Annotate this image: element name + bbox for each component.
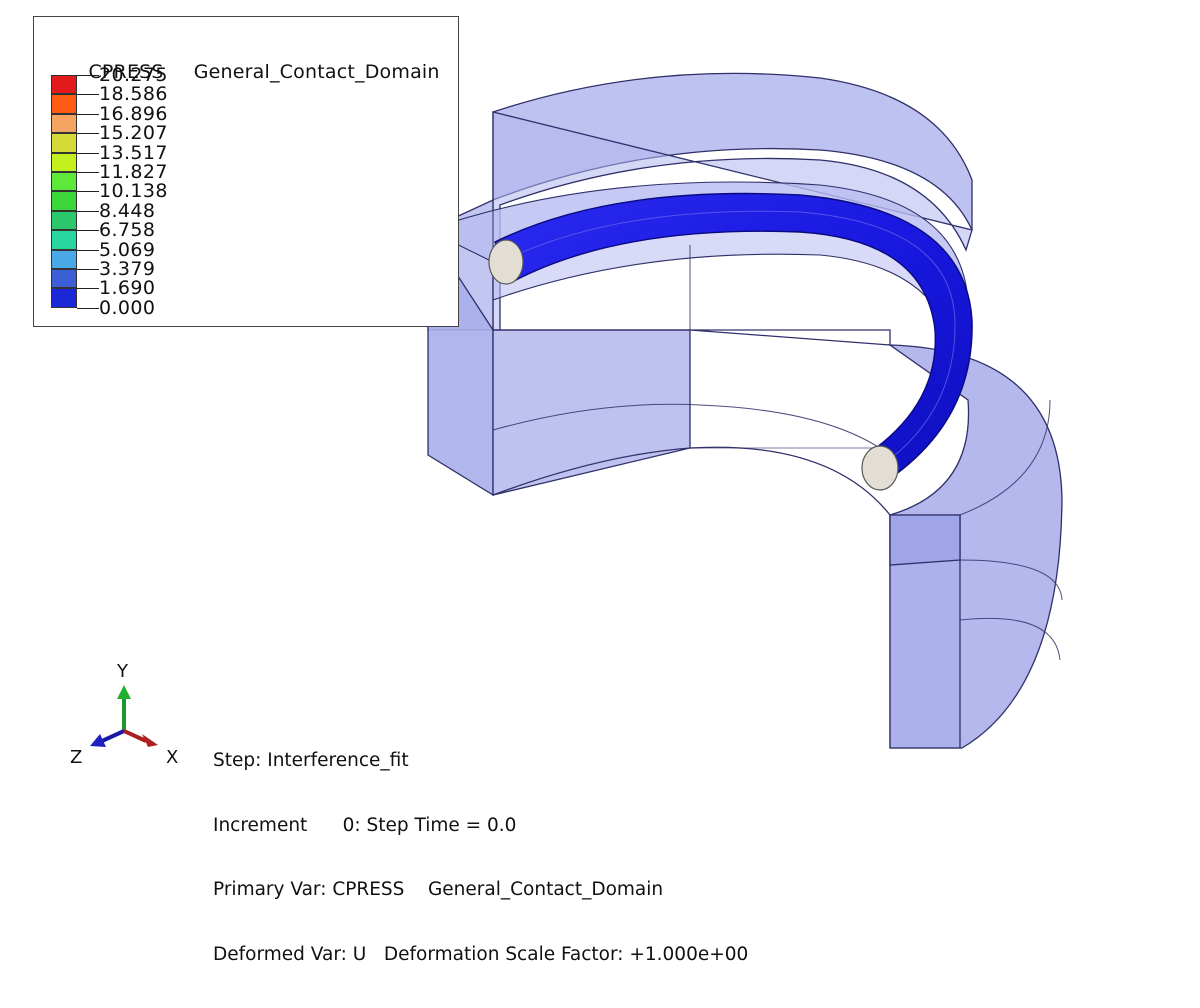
colorbar-cell [51,152,77,172]
housing-edges [492,200,1063,661]
colorbar-tick [77,307,99,309]
colorbar-value: 0.000 [99,296,156,319]
colorbar-value: 8.448 [99,199,156,222]
housing-back-shell [492,72,973,331]
triad-y-label: Y [117,661,128,682]
colorbar-cell [51,133,77,153]
colorbar-cell [51,210,77,231]
colorbar-value: 10.138 [99,180,168,203]
colorbar-cell [51,288,77,308]
colorbar-cell [51,230,77,250]
triad-arrows [90,685,158,747]
colorbar-tick [77,172,99,173]
colorbar-tick [77,288,99,290]
step-info: Step: Interference_fit Increment 0: Step… [213,707,748,1008]
colorbar-value: 3.379 [99,258,156,280]
colorbar-value: 16.896 [99,102,168,125]
legend-title: CPRESS General_Contact_Domain [51,39,440,105]
colorbar-value: 13.517 [99,141,168,164]
colorbar-value: 6.758 [99,219,156,242]
colorbar-tick [77,269,99,270]
colorbar-tick [77,133,99,135]
model-render [426,72,1063,749]
colorbar-tick [77,210,99,212]
colorbar-cell [51,113,77,134]
legend-variable: CPRESS [88,61,164,83]
colorbar-value: 5.069 [99,238,156,261]
triad-x-label: X [166,747,179,768]
deformed-var-line: Deformed Var: U Deformation Scale Factor… [213,943,749,965]
increment-line: Increment 0: Step Time = 0.0 [213,814,517,836]
step-line: Step: Interference_fit [213,750,409,771]
seal-end-left [488,239,524,285]
colorbar-tick [77,249,99,251]
triad-z-label: Z [70,747,83,768]
colorbar-value: 11.827 [99,161,168,183]
housing-front-shell [492,344,1063,749]
colorbar-cell [51,269,77,289]
colorbar-tick [77,94,99,96]
colorbar-cell [51,75,77,95]
seal-end-right [861,445,899,491]
colorbar-value: 1.690 [99,277,156,300]
o-ring-seal [488,192,973,491]
colorbar-cell [51,94,77,114]
colorbar-cell [51,249,77,269]
colorbar-tick [77,152,99,154]
legend-domain: General_Contact_Domain [193,61,440,83]
colorbar-tick [77,230,99,232]
colorbar-value: 20.275 [99,64,168,86]
colorbar-tick [77,75,99,76]
colorbar-cell [51,172,77,192]
colorbar-value: 18.586 [99,83,168,106]
coordinate-triad: Y Z X [60,655,200,775]
colorbar-cell [51,191,77,211]
colorbar-tick [77,113,99,115]
colorbar-value: 15.207 [99,122,168,145]
colorbar-tick [77,191,99,193]
primary-var-line: Primary Var: CPRESS General_Contact_Doma… [213,879,664,900]
